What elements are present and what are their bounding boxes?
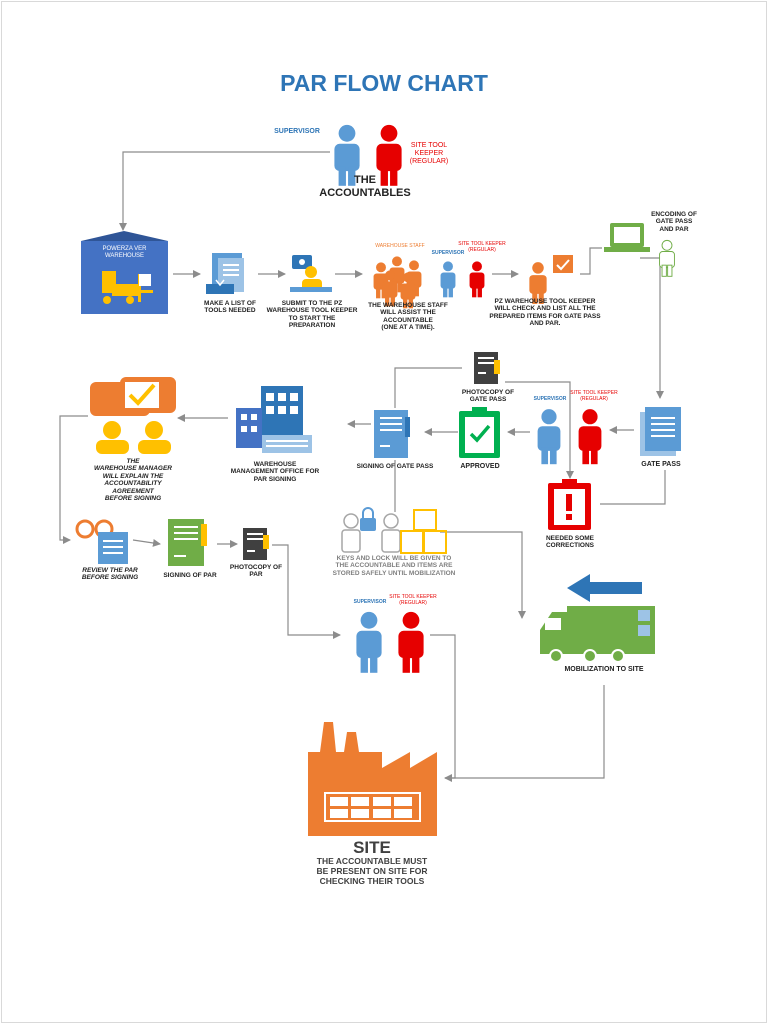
site-supervisor-person-icon — [356, 611, 382, 673]
staff-supervisor-small-label: SUPERVISOR — [431, 250, 465, 256]
tool-keeper-check-icon — [529, 255, 573, 304]
site-supervisor-label: SUPERVISOR — [353, 599, 387, 605]
review-par-icon — [75, 519, 128, 564]
review-stk-label: SITE TOOL KEEPER(REGULAR) — [570, 390, 618, 402]
gate-pass-document-icon — [640, 407, 681, 456]
staff-supervisor-person-icon — [440, 261, 456, 298]
encoder-person-icon — [659, 239, 675, 277]
gate-pass-label: GATE PASS — [641, 461, 681, 468]
signing-gate-pass-label: SIGNING OF GATE PASS — [356, 463, 434, 470]
warehouse-label: POWERZA VER WAREHOUSE — [102, 246, 147, 259]
signing-gate-pass-icon — [374, 410, 410, 458]
approved-clipboard-icon — [459, 407, 500, 458]
connectors — [59, 151, 666, 782]
review-supervisor-person-icon — [537, 409, 561, 465]
site-tool-keeper-person-icon2 — [398, 611, 424, 673]
signing-par-label: SIGNING OF PAR — [163, 572, 217, 579]
approved-label: APPROVED — [460, 463, 500, 470]
page-title: PAR FLOW CHART — [280, 70, 488, 96]
corrections-clipboard-icon — [548, 479, 591, 530]
laptop-icon — [604, 223, 650, 252]
photocopy-gate-pass-icon — [474, 352, 500, 384]
review-site-tool-keeper-person-icon — [578, 409, 602, 465]
mobilization-label: MOBILIZATION TO SITE — [564, 666, 644, 673]
office-building-icon — [236, 386, 312, 453]
site-tool-keeper-label: SITE TOOL KEEPER (REGULAR) — [409, 142, 449, 166]
warehouse-icon — [81, 231, 168, 314]
supervisor-label: SUPERVISOR — [274, 128, 320, 135]
warehouse-manager-icon — [90, 377, 176, 454]
review-supervisor-label: SUPERVISOR — [533, 396, 567, 402]
site-stk-label: SITE TOOL KEEPER(REGULAR) — [389, 594, 437, 606]
signing-par-icon — [168, 519, 207, 566]
accountables-heading: THE ACCOUNTABLES — [319, 174, 411, 199]
staff-stk-small-label: SITE TOOL KEEPER(REGULAR) — [458, 241, 506, 253]
warehouse-staff-group-icon — [373, 256, 422, 309]
keys-lock-icon — [341, 507, 447, 554]
truck-icon — [540, 574, 655, 663]
staff-site-tool-keeper-person-icon — [469, 261, 485, 298]
warehouse-staff-small-label: WAREHOUSE STAFF — [375, 243, 425, 249]
site-heading: SITE — [353, 838, 391, 857]
photocopy-par-icon — [243, 528, 269, 560]
factory-icon — [308, 722, 437, 836]
submit-icon — [290, 255, 332, 292]
tools-list-icon — [206, 253, 244, 294]
